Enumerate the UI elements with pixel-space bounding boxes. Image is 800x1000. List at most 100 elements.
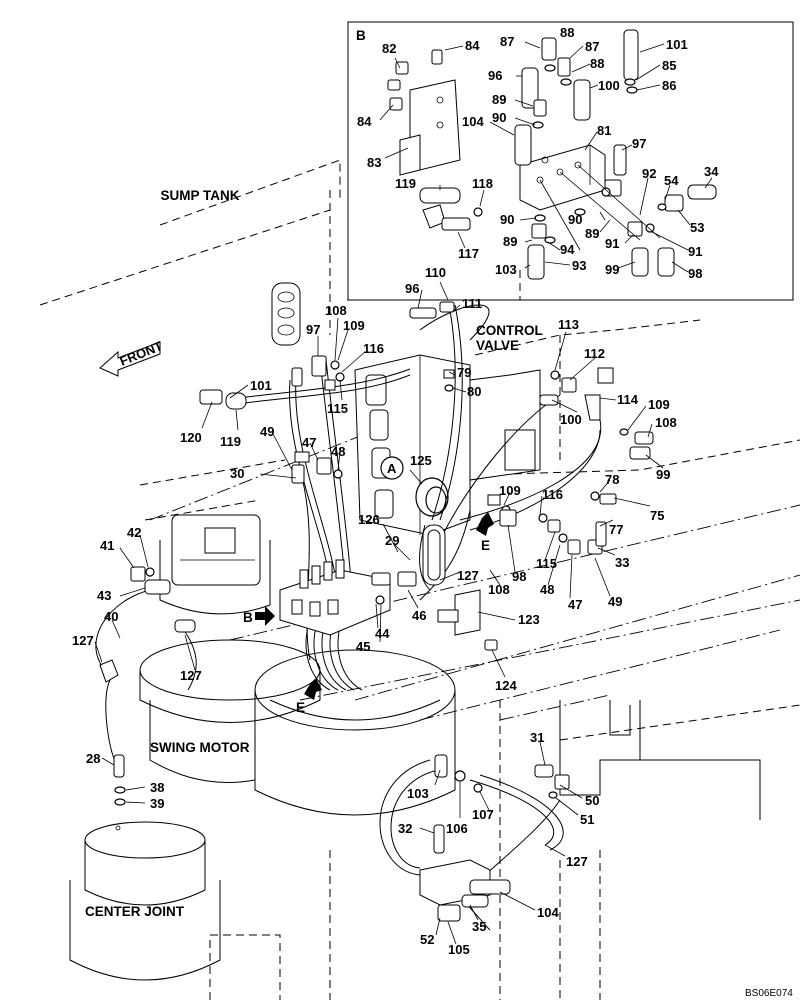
part-number: 119 bbox=[220, 434, 241, 449]
part-number: 108 bbox=[325, 303, 347, 318]
part-number: 106 bbox=[446, 821, 468, 836]
part-number: 45 bbox=[356, 639, 370, 654]
part-number: 114 bbox=[617, 392, 639, 407]
part-number: 47 bbox=[568, 597, 582, 612]
part-number: 118 bbox=[472, 176, 493, 191]
markers bbox=[99, 341, 494, 700]
part-number: 105 bbox=[448, 942, 470, 957]
frame-outline-lines bbox=[39, 159, 800, 1000]
part-number: 125 bbox=[410, 453, 432, 468]
part-number: 49 bbox=[608, 594, 622, 609]
label-sump-tank: SUMP TANK bbox=[160, 188, 239, 203]
part-number: 33 bbox=[615, 555, 629, 570]
part-number: 98 bbox=[512, 569, 526, 584]
part-number: 77 bbox=[609, 522, 623, 537]
part-number: 111 bbox=[462, 296, 482, 311]
center-joint bbox=[69, 821, 221, 981]
part-number: 53 bbox=[690, 220, 704, 235]
arrow-b-icon bbox=[255, 606, 275, 626]
part-number: 119 bbox=[395, 176, 416, 191]
part-number: 79 bbox=[457, 365, 471, 380]
part-number: 113 bbox=[558, 317, 579, 332]
part-number: 90 bbox=[492, 110, 506, 125]
part-number: 120 bbox=[180, 430, 202, 445]
part-number: 49 bbox=[260, 424, 274, 439]
part-number: 87 bbox=[500, 34, 514, 49]
part-number: 40 bbox=[104, 609, 118, 624]
part-number: 103 bbox=[495, 262, 517, 277]
label-control-valve-2: VALVE bbox=[476, 338, 519, 353]
part-number: 89 bbox=[503, 234, 517, 249]
part-number: 104 bbox=[462, 114, 484, 129]
part-number: 89 bbox=[585, 226, 599, 241]
part-number: 127 bbox=[180, 668, 202, 683]
part-number: 110 bbox=[425, 265, 446, 280]
part-number: 46 bbox=[412, 608, 426, 623]
part-number: 54 bbox=[664, 173, 679, 188]
label-drawing-code: BS06E074 bbox=[745, 988, 793, 999]
fittings-main bbox=[99, 301, 654, 908]
label-center-joint: CENTER JOINT bbox=[85, 904, 185, 919]
label-marker-e-upper: E bbox=[481, 538, 490, 553]
part-number: 35 bbox=[472, 919, 486, 934]
part-number: 93 bbox=[572, 258, 586, 273]
part-number: 83 bbox=[367, 155, 381, 170]
part-number: 42 bbox=[127, 525, 141, 540]
part-number: 115 bbox=[536, 556, 557, 571]
part-number: 92 bbox=[642, 166, 656, 181]
part-number: 86 bbox=[662, 78, 676, 93]
label-marker-a: A bbox=[387, 461, 397, 476]
part-number: 99 bbox=[605, 262, 619, 277]
part-number: 91 bbox=[605, 236, 619, 251]
part-number: 43 bbox=[97, 588, 111, 603]
part-number: 94 bbox=[560, 242, 575, 257]
part-number: 99 bbox=[656, 467, 670, 482]
part-number: 30 bbox=[230, 466, 244, 481]
part-number: 91 bbox=[688, 244, 702, 259]
part-number: 103 bbox=[407, 786, 429, 801]
part-number: 81 bbox=[597, 123, 611, 138]
part-number: 116 bbox=[363, 341, 384, 356]
part-number: 109 bbox=[343, 318, 365, 333]
pilot-bracket bbox=[271, 282, 301, 346]
marker-a-circle bbox=[380, 456, 404, 480]
part-number: 96 bbox=[488, 68, 502, 83]
part-number: 90 bbox=[568, 212, 582, 227]
part-number: 84 bbox=[357, 114, 372, 129]
pilot-manifold bbox=[279, 559, 391, 636]
part-number: 116 bbox=[542, 487, 563, 502]
part-number: 31 bbox=[530, 730, 544, 745]
part-number: 48 bbox=[331, 444, 345, 459]
label-control-valve-1: CONTROL bbox=[476, 323, 543, 338]
part-number: 47 bbox=[302, 435, 316, 450]
arrow-e-lower-icon bbox=[304, 678, 322, 700]
swing-motor bbox=[139, 514, 456, 816]
part-number: 117 bbox=[458, 246, 479, 261]
label-marker-b: B bbox=[243, 610, 253, 625]
part-number: 48 bbox=[540, 582, 554, 597]
part-number: 127 bbox=[566, 854, 588, 869]
part-number: 127 bbox=[457, 568, 479, 583]
part-number: 88 bbox=[560, 25, 574, 40]
part-number: 100 bbox=[598, 78, 620, 93]
part-number: 34 bbox=[704, 164, 719, 179]
part-number: 108 bbox=[655, 415, 677, 430]
part-number: 28 bbox=[86, 751, 100, 766]
part-number: 127 bbox=[72, 633, 94, 648]
part-number: 78 bbox=[605, 472, 619, 487]
part-number: 126 bbox=[358, 512, 380, 527]
part-number: 51 bbox=[580, 812, 594, 827]
front-arrow-icon bbox=[99, 341, 161, 377]
label-front: FRONT bbox=[118, 338, 165, 369]
part-number: 80 bbox=[467, 384, 481, 399]
part-number: 100 bbox=[560, 412, 582, 427]
inset-part-numbers: 82 84 84 83 87 88 87 96 88 89 90 104 100… bbox=[357, 25, 719, 281]
part-number: 109 bbox=[648, 397, 670, 412]
pilot-hoses bbox=[95, 304, 602, 931]
part-number: 101 bbox=[666, 37, 688, 52]
detail-b-inset bbox=[347, 21, 794, 301]
part-number: 75 bbox=[650, 508, 664, 523]
control-valve-block bbox=[354, 354, 541, 536]
part-number: 88 bbox=[590, 56, 604, 71]
part-number: 32 bbox=[398, 821, 412, 836]
